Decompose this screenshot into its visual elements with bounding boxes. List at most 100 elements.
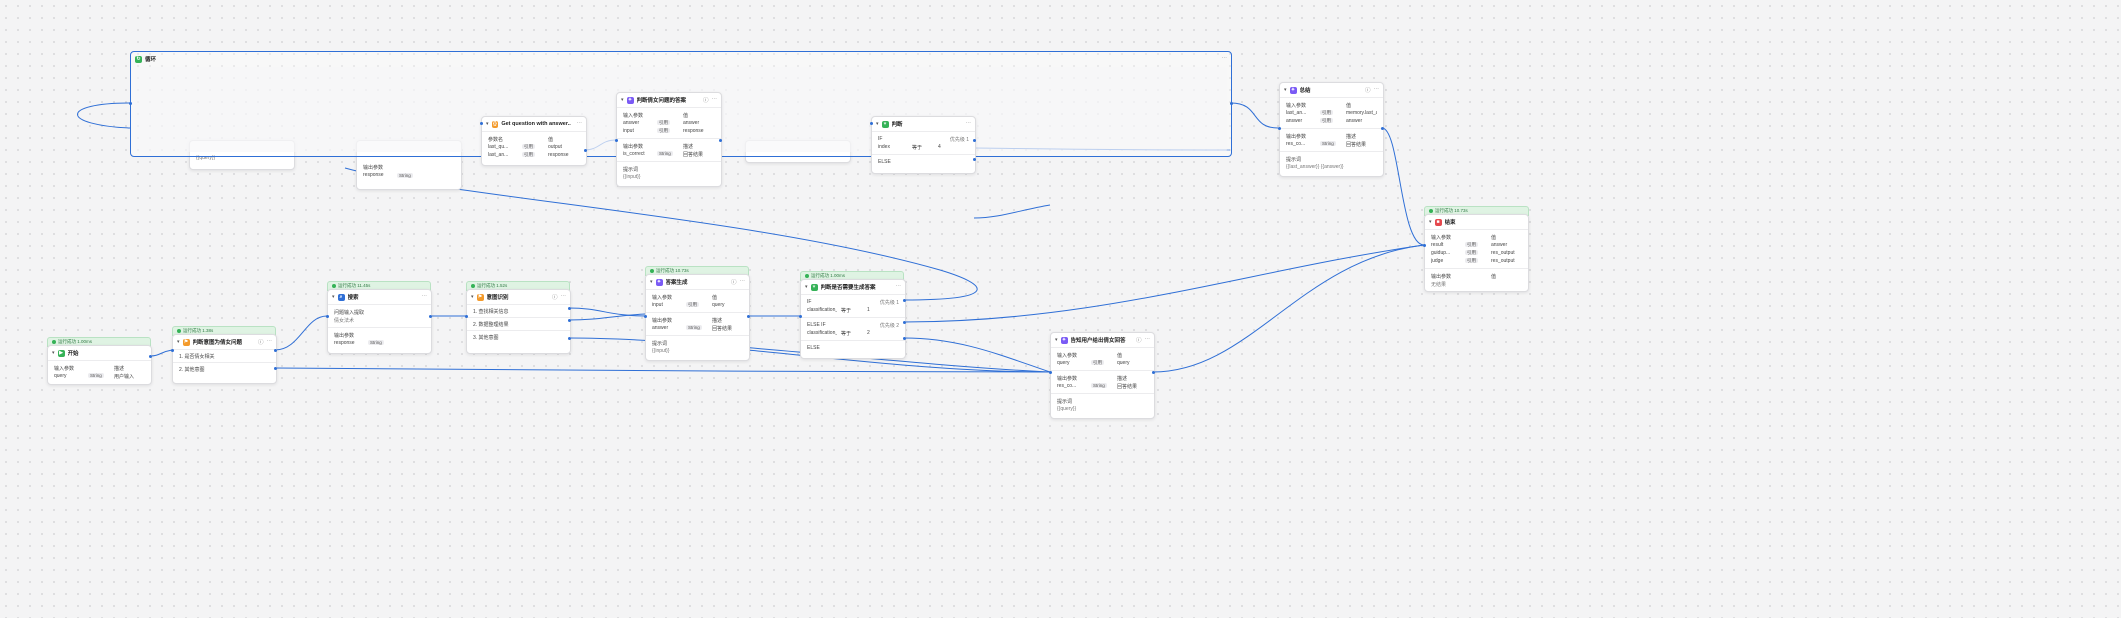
llm-icon: ✦ bbox=[1060, 336, 1068, 344]
output-header: 输出参数 bbox=[1286, 133, 1307, 140]
wire-cond-to-rewrite-a bbox=[903, 337, 1051, 373]
intent-option[interactable]: 1. 是否倩女相关 bbox=[173, 349, 276, 362]
desc-header: 描述 bbox=[712, 317, 723, 324]
desc-header: 描述 bbox=[1346, 133, 1357, 140]
option-port[interactable] bbox=[567, 336, 571, 340]
help-icon[interactable]: ⓘ bbox=[257, 340, 264, 346]
more-icon[interactable]: ⋯ bbox=[965, 121, 972, 127]
output-port[interactable] bbox=[1380, 126, 1384, 130]
output-port[interactable] bbox=[583, 148, 587, 152]
value-header: 值 bbox=[1491, 273, 1497, 280]
output-port[interactable] bbox=[148, 354, 152, 358]
if-port[interactable] bbox=[902, 298, 906, 302]
input-port[interactable] bbox=[643, 314, 647, 318]
chevron-down-icon[interactable]: ▾ bbox=[805, 284, 808, 290]
condition-op: 等于 bbox=[841, 307, 852, 314]
loop-output-port[interactable] bbox=[1229, 101, 1233, 105]
input-port[interactable] bbox=[798, 314, 802, 318]
more-icon[interactable]: ⋯ bbox=[560, 294, 567, 300]
output-port[interactable] bbox=[428, 314, 432, 318]
output-name: res_co... bbox=[1057, 383, 1077, 389]
node-title: 告知用户给出倩女回答 bbox=[1070, 338, 1126, 344]
input-header: 输入参数 bbox=[652, 294, 673, 301]
more-icon[interactable]: ⋯ bbox=[576, 121, 583, 127]
intent-option[interactable]: 1. 查找相关信息 bbox=[467, 304, 570, 317]
intent-option[interactable]: 2. 数据整理结果 bbox=[467, 317, 570, 330]
input-port[interactable] bbox=[869, 122, 873, 125]
input-port[interactable] bbox=[325, 314, 329, 318]
input-port[interactable] bbox=[464, 314, 468, 318]
type-tag: String bbox=[686, 325, 702, 330]
wire-judge-else bbox=[973, 204, 1051, 219]
condition-val: 2 bbox=[867, 330, 870, 336]
input-port[interactable] bbox=[1422, 243, 1426, 247]
node-title: 开始 bbox=[67, 351, 79, 357]
input-port[interactable] bbox=[1048, 370, 1052, 374]
input-port[interactable] bbox=[1277, 126, 1281, 130]
output-port[interactable] bbox=[1151, 370, 1155, 374]
priority-label: 优先级 1 bbox=[879, 299, 899, 306]
chevron-down-icon[interactable]: ▾ bbox=[876, 121, 879, 127]
output-port[interactable] bbox=[746, 314, 750, 318]
chevron-down-icon[interactable]: ▾ bbox=[471, 294, 474, 300]
else-port[interactable] bbox=[972, 158, 976, 161]
more-icon[interactable]: ⋯ bbox=[421, 294, 428, 300]
search-icon: ⌕ bbox=[337, 293, 345, 301]
wire-intent2-to-answer-a bbox=[568, 307, 646, 317]
input-header: 输入参数 bbox=[623, 112, 644, 119]
option-port[interactable] bbox=[273, 366, 277, 370]
chevron-down-icon[interactable]: ▾ bbox=[486, 121, 489, 127]
help-icon[interactable]: ⓘ bbox=[551, 295, 558, 301]
chevron-down-icon[interactable]: ▾ bbox=[1055, 337, 1058, 343]
chevron-down-icon[interactable]: ▾ bbox=[1284, 87, 1287, 93]
loop-input-port[interactable] bbox=[128, 101, 132, 105]
help-icon[interactable]: ⓘ bbox=[1135, 338, 1142, 344]
more-icon[interactable]: ⋯ bbox=[711, 97, 718, 103]
param-name: last_an... bbox=[1286, 110, 1307, 116]
more-icon[interactable]: ⋯ bbox=[266, 339, 273, 345]
more-icon[interactable]: ⋯ bbox=[1144, 337, 1151, 343]
more-icon[interactable]: ⋯ bbox=[1221, 56, 1228, 62]
chevron-down-icon[interactable]: ▾ bbox=[1429, 219, 1432, 225]
ref-tag: 引用 bbox=[1465, 250, 1478, 255]
get-question-node[interactable]: ▾ {} Get question with answer... ⋯ 参数名值 … bbox=[481, 116, 587, 166]
option-port[interactable] bbox=[273, 348, 277, 352]
intent-option[interactable]: 3. 其他意图 bbox=[467, 330, 570, 343]
intent-option[interactable]: 2. 其他意图 bbox=[173, 362, 276, 375]
chevron-down-icon[interactable]: ▾ bbox=[621, 97, 624, 103]
intent-classifier-node[interactable]: ▾ ⚑ 判断意图为倩女问题 ⓘ⋯ 1. 是否倩女相关 2. 其他意图 bbox=[172, 334, 277, 384]
if-port[interactable] bbox=[972, 138, 976, 142]
more-icon[interactable]: ⋯ bbox=[895, 284, 902, 290]
elseif-port[interactable] bbox=[902, 320, 906, 324]
option-port[interactable] bbox=[567, 307, 571, 310]
chevron-down-icon[interactable]: ▾ bbox=[52, 350, 55, 356]
chevron-down-icon[interactable]: ▾ bbox=[177, 339, 180, 345]
hidden-node-b-name: response bbox=[363, 172, 384, 178]
more-icon[interactable]: ⋯ bbox=[739, 279, 746, 285]
condition-var: classification_id bbox=[807, 307, 837, 313]
chevron-down-icon[interactable]: ▾ bbox=[650, 279, 653, 285]
else-port[interactable] bbox=[902, 336, 906, 340]
input-port[interactable] bbox=[170, 348, 174, 352]
input-port[interactable] bbox=[614, 138, 618, 142]
condition-val: 1 bbox=[867, 307, 870, 313]
help-icon[interactable]: ⓘ bbox=[1364, 88, 1371, 94]
param-value: response bbox=[683, 128, 704, 134]
intent-recognition-node[interactable]: ▾ ⚑ 意图识别 ⓘ⋯ 1. 查找相关信息 2. 数据整理结果 3. 其他意图 bbox=[466, 289, 571, 354]
chevron-down-icon[interactable]: ▾ bbox=[332, 294, 335, 300]
more-icon[interactable]: ⋯ bbox=[1373, 87, 1380, 93]
help-icon[interactable]: ⓘ bbox=[730, 280, 737, 286]
help-icon[interactable]: ⓘ bbox=[702, 98, 709, 104]
input-port[interactable] bbox=[479, 122, 483, 125]
output-port[interactable] bbox=[718, 138, 722, 142]
option-port[interactable] bbox=[567, 318, 571, 322]
